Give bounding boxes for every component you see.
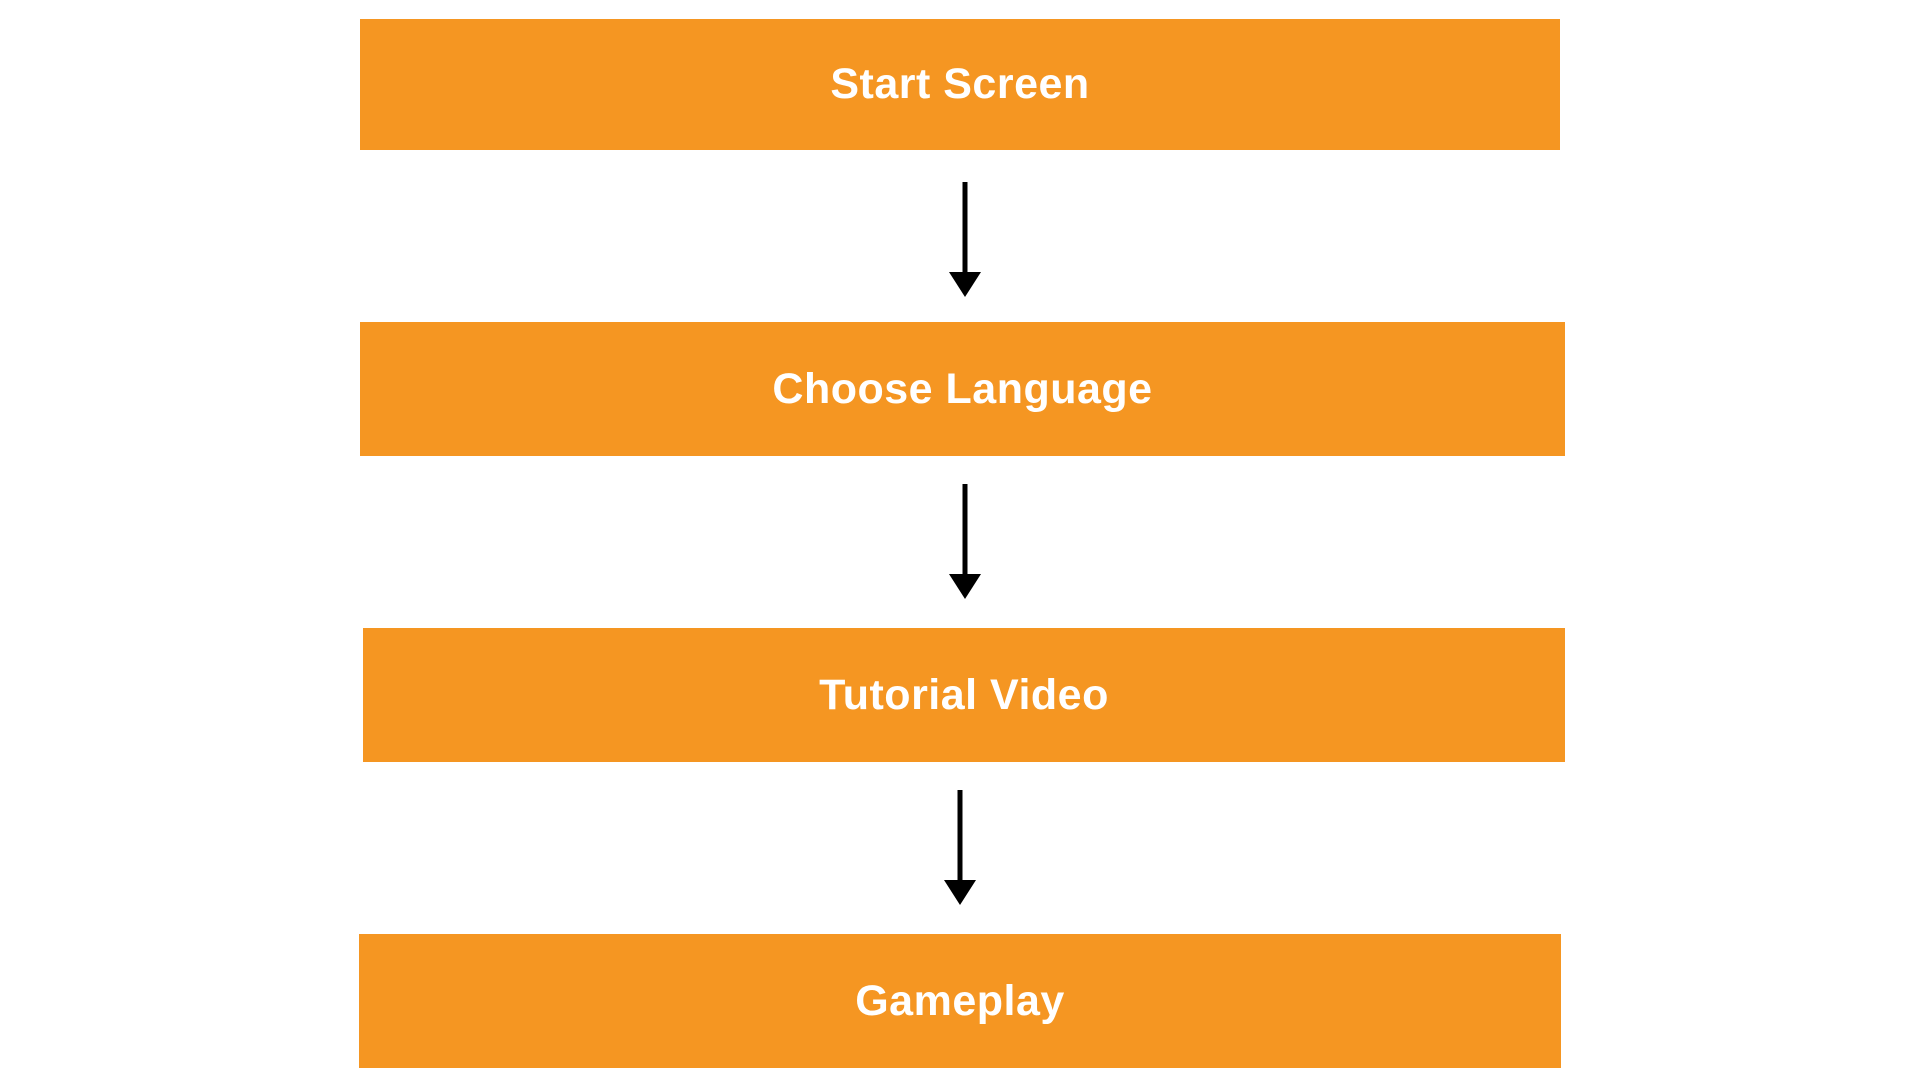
step-choose-language: Choose Language — [360, 322, 1565, 456]
down-arrow-icon — [949, 182, 981, 297]
step-label: Tutorial Video — [819, 670, 1109, 719]
step-label: Choose Language — [772, 364, 1153, 413]
step-label: Gameplay — [855, 976, 1065, 1025]
step-gameplay: Gameplay — [359, 934, 1561, 1068]
step-label: Start Screen — [830, 60, 1090, 108]
step-start-screen: Start Screen — [360, 19, 1560, 150]
down-arrow-icon — [944, 790, 976, 905]
down-arrow-icon — [949, 484, 981, 599]
step-tutorial-video: Tutorial Video — [363, 628, 1565, 762]
